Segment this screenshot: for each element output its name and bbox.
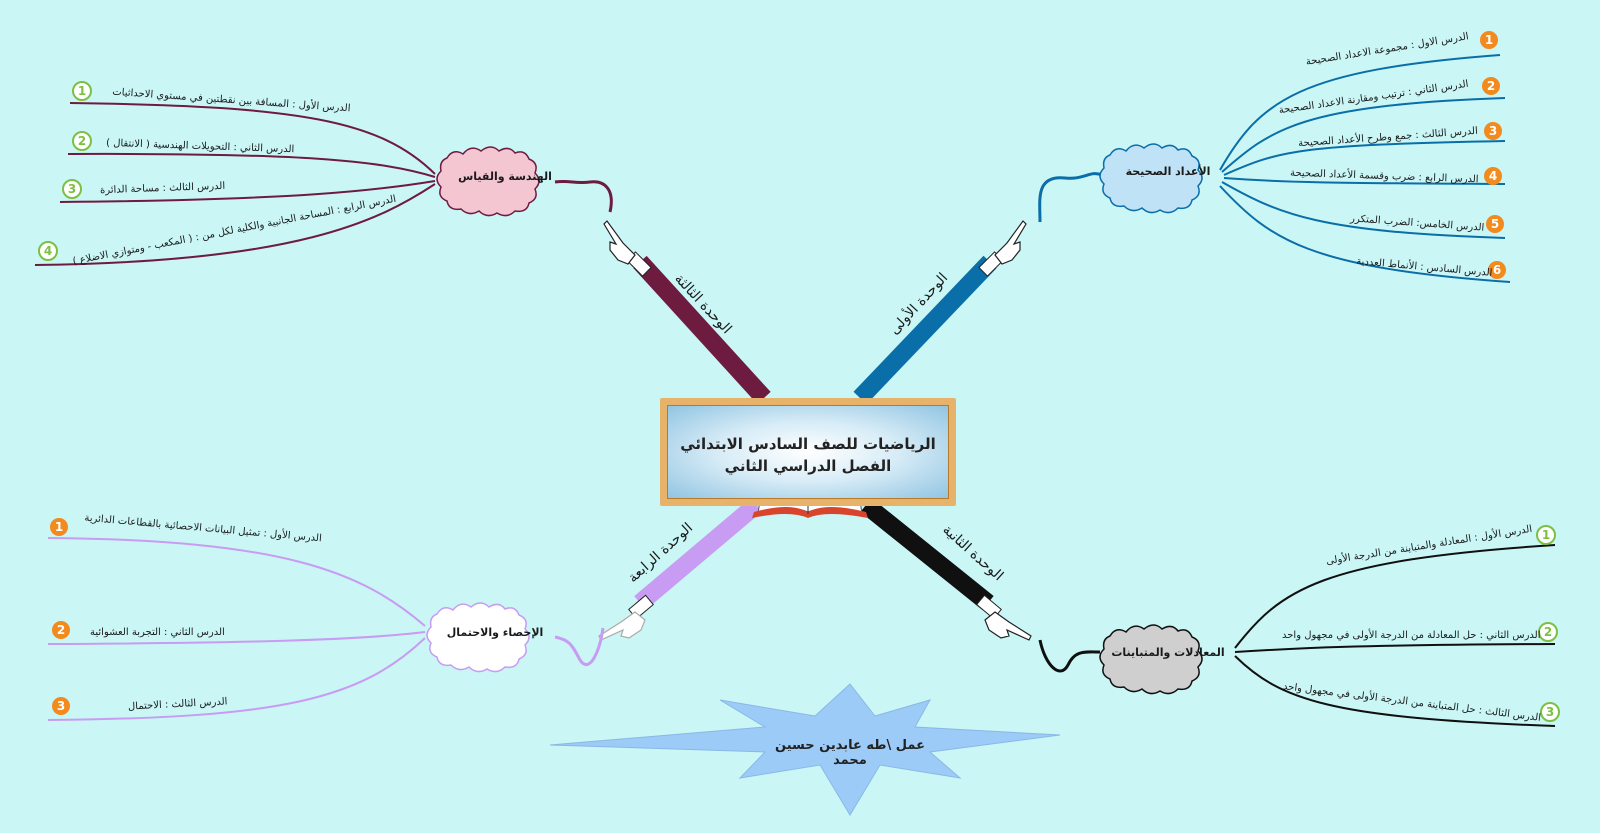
main-title-line1: الرياضيات للصف السادس الابتدائي <box>680 435 936 453</box>
pointing-hand-icon <box>994 220 1027 265</box>
unit1-arm <box>853 255 997 405</box>
unit2-topic: المعادلات والمتباينات <box>1111 646 1225 659</box>
unit3-cloud-shape <box>436 146 540 217</box>
unit3-lesson-4-badge: 4 <box>38 241 58 261</box>
unit3-arm <box>633 255 771 405</box>
unit1-lesson-3-badge: 3 <box>1484 122 1502 140</box>
unit1-lesson-4-badge: 4 <box>1484 167 1502 185</box>
unit1-topic: الأعداد الصحيحة <box>1125 165 1211 178</box>
unit1-lesson-2-badge: 2 <box>1482 77 1500 95</box>
unit1-lesson-1-badge: 1 <box>1480 31 1498 49</box>
unit3-topic: الهندسة والقياس <box>458 170 552 183</box>
unit3-lesson-1-badge: 1 <box>72 81 92 101</box>
unit2-arm <box>860 497 994 611</box>
unit1-lesson-lines <box>1219 54 1511 283</box>
unit4-lesson-3-badge: 3 <box>52 697 70 715</box>
unit2-hub-link <box>1038 639 1101 673</box>
unit4-lesson-2-text: الدرس الثاني : التجربة العشوائية <box>90 627 225 638</box>
unit1-cloud-shape <box>1099 143 1203 214</box>
unit4-topic: الإحصاء والاحتمال <box>446 626 544 639</box>
pointing-hand-icon <box>984 611 1032 641</box>
unit1-lesson-5-badge: 5 <box>1486 215 1504 233</box>
unit3-hub-link <box>554 179 613 213</box>
unit3-lesson-2-badge: 2 <box>72 131 92 151</box>
unit2-lesson-3-badge: 3 <box>1540 702 1560 722</box>
unit1-lesson-6-badge: 6 <box>1488 261 1506 279</box>
author-credit: عمل \طه عابدين حسين محمد <box>775 738 925 768</box>
unit2-cloud-shape <box>1099 624 1203 695</box>
unit4-lesson-1-badge: 1 <box>50 518 68 536</box>
unit2-lesson-2-text: الدرس الثاني : حل المعادلة من الدرجة الأ… <box>1282 630 1541 641</box>
pointing-hand-icon <box>598 611 646 641</box>
star-burst-shape <box>549 683 1061 816</box>
main-title-line2: الفصل الدراسي الثاني <box>724 457 892 475</box>
pointing-hand-icon <box>603 220 636 265</box>
unit1-hub-link <box>1038 172 1103 223</box>
unit4-lesson-2-badge: 2 <box>52 621 70 639</box>
unit4-hub-link <box>554 627 605 667</box>
unit2-lesson-1-badge: 1 <box>1536 525 1556 545</box>
unit2-lesson-lines <box>1234 544 1556 727</box>
central-title-board: الرياضيات للصف السادس الابتدائي الفصل ال… <box>660 398 956 506</box>
unit3-lesson-3-badge: 3 <box>62 179 82 199</box>
unit4-cloud-shape <box>426 602 530 673</box>
unit2-lesson-2-badge: 2 <box>1538 622 1558 642</box>
unit4-lesson-lines <box>47 537 426 721</box>
unit3-lesson-lines <box>34 102 436 266</box>
unit4-arm <box>634 498 762 610</box>
